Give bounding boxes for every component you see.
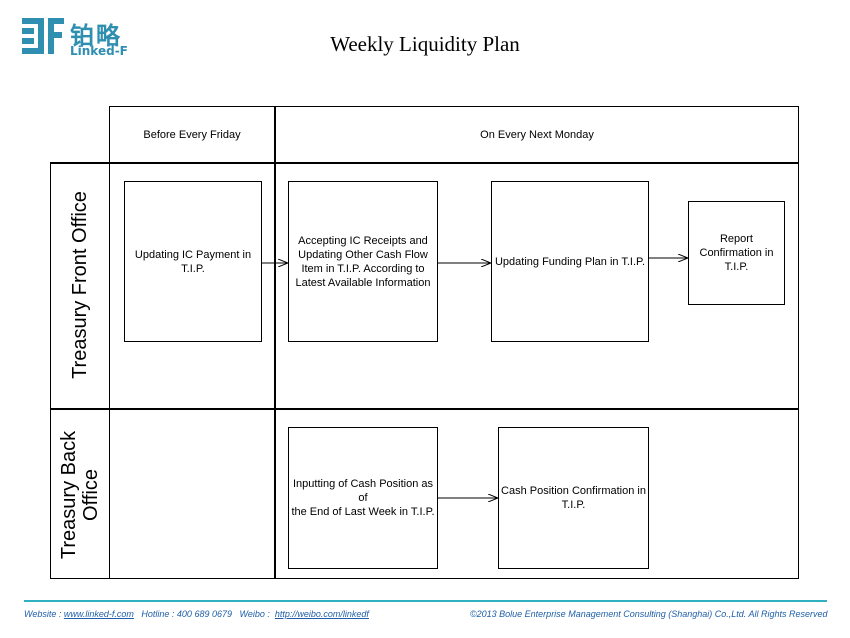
page-title: Weekly Liquidity Plan xyxy=(330,32,520,56)
logo-english-text: Linked-F xyxy=(70,44,128,58)
column-header-before-friday: Before Every Friday xyxy=(143,128,241,141)
process-box-cash-position-confirm-text: Cash Position Confirmation in T.I.P. xyxy=(501,485,646,511)
footer-weibo-label: Weibo : xyxy=(239,609,273,619)
process-box-funding-plan: Updating Funding Plan in T.I.P. xyxy=(491,181,649,342)
footer-copyright: ©2013 Bolue Enterprise Management Consul… xyxy=(470,609,828,619)
footer-hotline: Hotline : 400 689 0679 xyxy=(141,609,232,619)
process-box-cash-position-input: Inputting of Cash Position as of the End… xyxy=(288,427,438,569)
process-box-ic-payment: Updating IC Payment in T.I.P. xyxy=(124,181,262,342)
footer-website-label: Website : xyxy=(24,609,64,619)
process-box-cash-position-input-text: Inputting of Cash Position as of the End… xyxy=(291,478,435,518)
process-box-ic-receipts-text: Accepting IC Receipts and Updating Other… xyxy=(295,234,431,289)
logo-chinese-text: 铂略 xyxy=(70,22,122,50)
column-header-next-monday: On Every Next Monday xyxy=(480,128,594,141)
footer-weibo-link[interactable]: http://weibo.com/linkedf xyxy=(274,609,369,619)
process-box-ic-payment-text: Updating IC Payment in T.I.P. xyxy=(134,248,252,275)
process-box-report-confirmation-text: Report Confirmation in T.I.P. xyxy=(699,233,774,273)
process-box-cash-position-confirm: Cash Position Confirmation in T.I.P. xyxy=(498,427,649,569)
process-box-report-confirmation: Report Confirmation in T.I.P. xyxy=(688,201,785,305)
process-box-funding-plan-text: Updating Funding Plan in T.I.P. xyxy=(494,255,646,268)
process-box-ic-receipts: Accepting IC Receipts and Updating Other… xyxy=(288,181,438,342)
company-logo: 铂略 Linked-F xyxy=(22,16,142,58)
footer-contact: Website : www.linked-f.com Hotline : 400… xyxy=(24,609,369,619)
footer-website-link[interactable]: www.linked-f.com xyxy=(63,609,134,619)
footer-divider xyxy=(24,600,827,602)
logo-mark-icon xyxy=(22,18,64,54)
